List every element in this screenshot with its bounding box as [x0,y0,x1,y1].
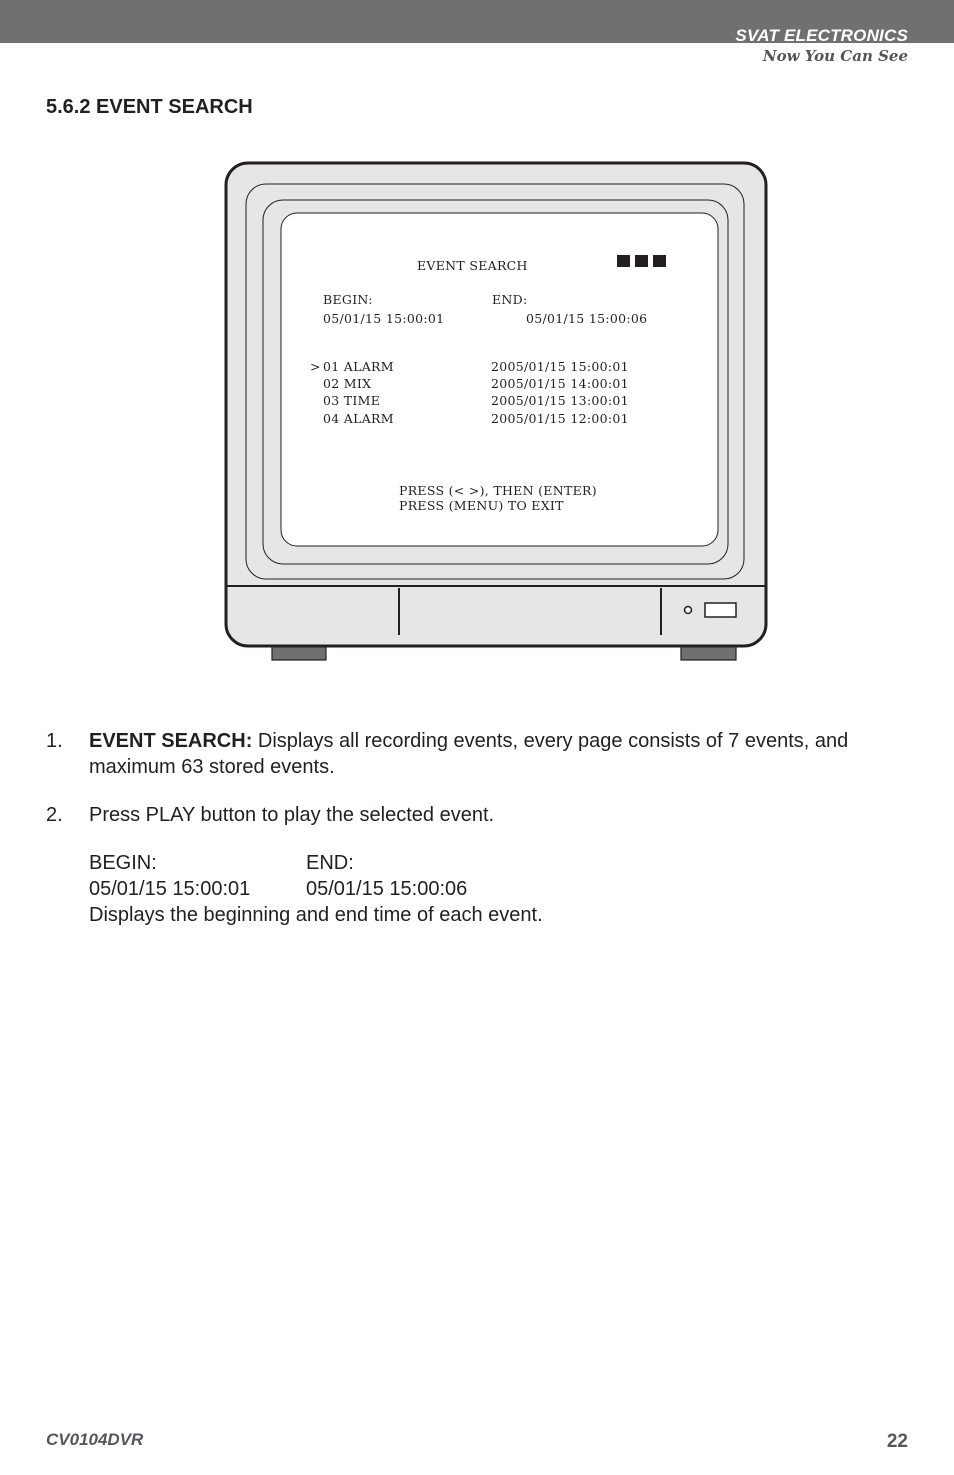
item-number: 1. [46,730,63,752]
event-row-label[interactable]: 02 MIX [323,376,372,391]
item-text: EVENT SEARCH: Displays all recording eve… [89,728,899,780]
brand-name: SVAT ELECTRONICS [735,26,908,45]
end-value: 05/01/15 15:00:06 [306,878,468,900]
screen-instruction: PRESS (MENU) TO EXIT [399,498,564,513]
screen-title: EVENT SEARCH [417,258,528,273]
status-square-icon [617,255,630,267]
event-row-label[interactable]: 03 TIME [323,393,381,408]
monitor-drawing [224,161,768,661]
section-title: 5.6.2 EVENT SEARCH [46,96,253,118]
brand-tagline: Now You Can See [762,47,908,65]
item-description: Displays all recording events, every pag… [89,730,849,778]
header-bar [0,0,954,43]
item-term: EVENT SEARCH: [89,730,253,752]
monitor-illustration: EVENT SEARCH BEGIN: END: 05/01/15 15:00:… [220,160,772,665]
begin-value: 05/01/15 15:00:01 [89,878,251,900]
page-number: 22 [886,1431,908,1452]
screen-begin-value: 05/01/15 15:00:01 [323,311,445,326]
status-square-icon [635,255,648,267]
power-led-icon [683,605,693,615]
status-square-icon [653,255,666,267]
screen-instruction: PRESS (< >), THEN (ENTER) [399,483,597,498]
screen-end-value: 05/01/15 15:00:06 [526,311,648,326]
event-row-time: 2005/01/15 15:00:01 [491,359,629,374]
begin-end-detail: BEGIN: END: 05/01/15 15:00:01 05/01/15 1… [46,850,906,940]
screen-end-label: END: [492,292,528,307]
detail-description: Displays the beginning and end time of e… [89,904,543,926]
selection-cursor: > [310,359,321,374]
event-row-label[interactable]: 01 ALARM [323,359,394,374]
footer-model: CV0104DVR [46,1430,144,1449]
event-row-time: 2005/01/15 14:00:01 [491,376,629,391]
end-label: END: [306,852,354,874]
list-item: 1. EVENT SEARCH: Displays all recording … [46,728,906,788]
item-description: Press PLAY button to play the selected e… [89,804,495,826]
list-item: 2. Press PLAY button to play the selecte… [46,802,906,832]
item-number: 2. [46,804,63,826]
begin-label: BEGIN: [89,852,157,874]
event-row-time: 2005/01/15 13:00:01 [491,393,629,408]
power-button-icon [704,602,737,618]
event-row-time: 2005/01/15 12:00:01 [491,411,629,426]
screen-begin-label: BEGIN: [323,292,373,307]
screen [280,212,719,547]
event-row-label[interactable]: 04 ALARM [323,411,394,426]
